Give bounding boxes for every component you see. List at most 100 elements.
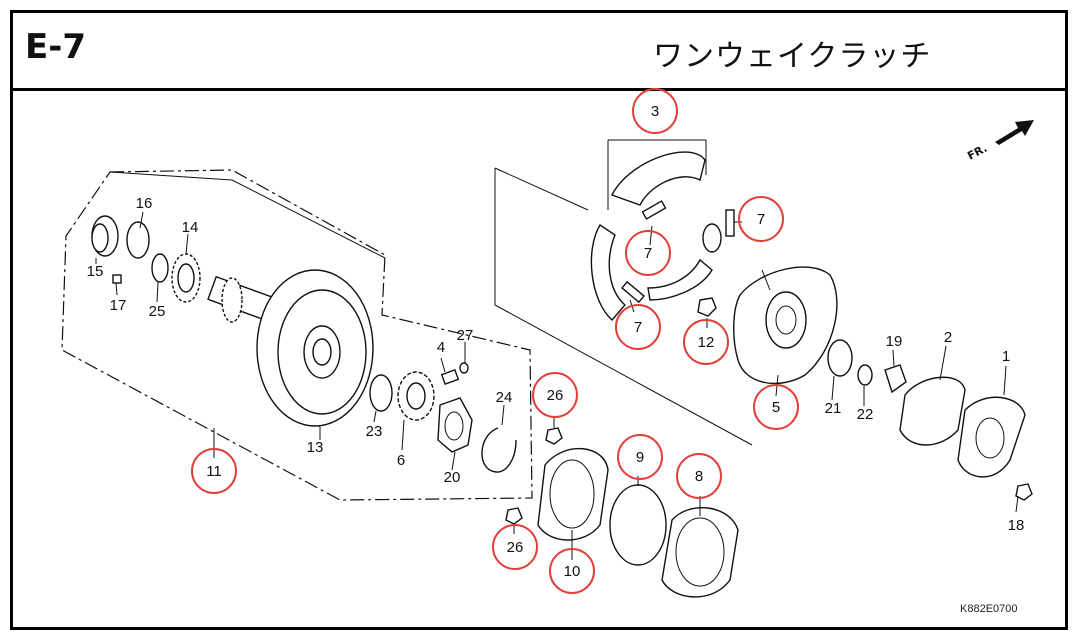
highlight-circle [549,548,595,594]
highlight-circle [191,448,237,494]
callout-number: 27 [457,327,474,344]
part-8-gasket [661,506,739,598]
part-6-one-way-clutch [397,371,435,421]
callout-25: 25 [149,303,166,320]
highlight-circle [753,384,799,430]
callout-number: 20 [444,469,461,486]
callout-number: 24 [496,389,513,406]
callout-number: 22 [857,406,874,423]
callout-number: 5 [772,399,780,416]
callout-number: 19 [886,333,903,350]
highlight-circle [492,524,538,570]
group-box-left [494,168,753,446]
part-19-nut [884,364,907,394]
front-arrow-icon [995,120,1034,145]
callout-number: 8 [695,468,703,485]
callout-number: 25 [149,303,166,320]
callout-number: 1 [1002,348,1010,365]
callout-number: 11 [206,463,222,480]
callout-number: 6 [397,452,405,469]
callout-3: 3 [632,88,678,134]
callout-26: 26 [492,524,538,570]
callout-11: 11 [191,448,237,494]
part-22-washer [857,364,873,386]
callout-number: 7 [644,245,652,262]
part-24-circlip [481,427,517,473]
part-7-spring-c [621,280,645,304]
part-21-collar [827,339,853,377]
callout-17: 17 [110,297,127,314]
callout-number: 18 [1008,517,1025,534]
callout-number: 10 [564,563,581,580]
part-3-clutch-weight-set [590,139,722,322]
callout-19: 19 [886,333,903,350]
callout-27: 27 [457,327,474,344]
highlight-circle [632,88,678,134]
callout-13: 13 [307,439,324,456]
front-label: FR. [965,142,989,163]
callout-number: 12 [698,334,715,351]
highlight-circle [738,196,784,242]
part-25-ring [151,253,169,283]
part-5-drive-plate [733,266,838,385]
callout-number: 17 [110,297,127,314]
callout-number: 15 [87,263,104,280]
part-15-seal [91,215,119,257]
highlight-circle [617,434,663,480]
part-17-nut [112,274,122,284]
callout-number: 16 [136,195,153,212]
callout-22: 22 [857,406,874,423]
callout-number: 7 [634,319,642,336]
callout-8: 8 [676,453,722,499]
callout-18: 18 [1008,517,1025,534]
callout-14: 14 [182,219,199,236]
callout-21: 21 [825,400,842,417]
callout-15: 15 [87,263,104,280]
part-27-pin [459,362,469,374]
callout-2: 2 [944,329,952,346]
highlight-circle [615,304,661,350]
highlight-circle [625,230,671,276]
callout-number: 26 [507,539,524,556]
part-2-gasket [899,376,966,446]
diagram-code: K882E0700 [960,603,1018,615]
callout-26: 26 [532,372,578,418]
callout-number: 21 [825,400,842,417]
part-20-plate [437,397,473,453]
callout-20: 20 [444,469,461,486]
callout-4: 4 [437,339,445,356]
callout-1: 1 [1002,348,1010,365]
group-box-top [494,167,589,211]
section-code: E-7 [25,27,86,67]
callout-number: 23 [366,423,383,440]
part-26-nut-b [505,507,523,525]
part-14-gear [171,253,201,303]
callout-5: 5 [753,384,799,430]
callout-number: 14 [182,219,199,236]
callout-9: 9 [617,434,663,480]
part-7-spring-b [725,209,735,237]
assembly-inner-outline [109,171,386,259]
callout-number: 2 [944,329,952,346]
callout-16: 16 [136,195,153,212]
callout-7: 7 [615,304,661,350]
part-26-nut-a [545,427,563,445]
part-10-gasket [537,448,609,541]
callout-7: 7 [625,230,671,276]
part-1-cover [957,396,1026,478]
callout-23: 23 [366,423,383,440]
part-16-circlip [126,221,150,259]
assembly-11-outline [61,169,533,501]
highlight-circle [676,453,722,499]
callout-12: 12 [683,319,729,365]
callout-number: 9 [636,449,644,466]
callout-number: 4 [437,339,445,356]
callout-number: 3 [651,103,659,120]
callout-number: 7 [757,211,765,228]
callout-24: 24 [496,389,513,406]
front-direction-indicator: FR. [965,120,1034,163]
part-7-spring-a [641,200,667,220]
callout-6: 6 [397,452,405,469]
part-12-nut [697,297,717,317]
